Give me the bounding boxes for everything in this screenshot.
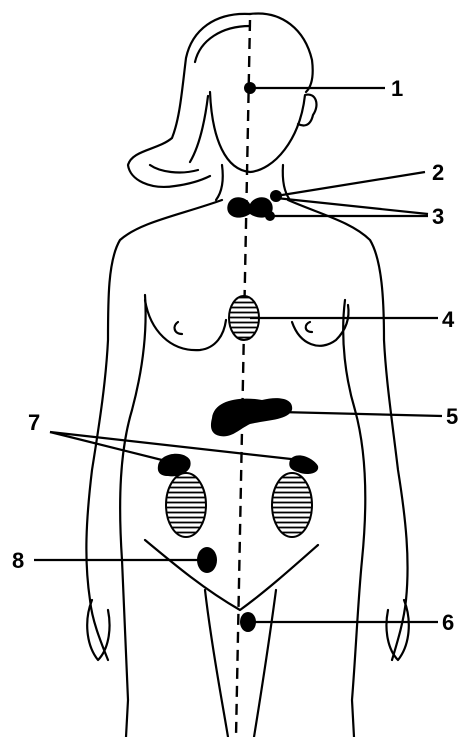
- gland-7-adrenal-right: [289, 455, 318, 474]
- shoulder-right: [288, 200, 408, 660]
- hair-inner: [150, 26, 250, 172]
- leader-5: [280, 412, 442, 416]
- breast-left: [145, 300, 226, 350]
- torso-left: [120, 295, 146, 737]
- gland-5-pancreas: [211, 398, 292, 436]
- shoulder-left: [86, 200, 222, 660]
- label-3: 3: [432, 204, 444, 229]
- torso-right: [343, 300, 365, 737]
- label-5: 5: [446, 404, 458, 429]
- number-labels: 1 2 3 4 5 6 7 8: [12, 76, 458, 635]
- label-4: 4: [442, 307, 455, 332]
- nipple-right: [306, 322, 312, 332]
- label-6: 6: [442, 610, 454, 635]
- groin-line: [145, 540, 318, 610]
- label-2: 2: [432, 160, 444, 185]
- neck-left: [216, 165, 223, 200]
- hair-right: [250, 13, 313, 92]
- breast-right: [292, 305, 349, 346]
- leader-7a: [50, 432, 170, 462]
- leg-right: [254, 590, 276, 737]
- label-1: 1: [391, 76, 403, 101]
- label-7: 7: [28, 410, 40, 435]
- kidney-left: [166, 473, 206, 537]
- kidney-right: [272, 473, 312, 537]
- glands: [158, 82, 318, 632]
- leader-3a: [276, 198, 428, 214]
- label-8: 8: [12, 548, 24, 573]
- nipple-left: [175, 322, 182, 334]
- hair: [128, 14, 250, 187]
- face: [210, 92, 316, 172]
- leg-left: [205, 590, 228, 737]
- leader-2: [276, 172, 425, 196]
